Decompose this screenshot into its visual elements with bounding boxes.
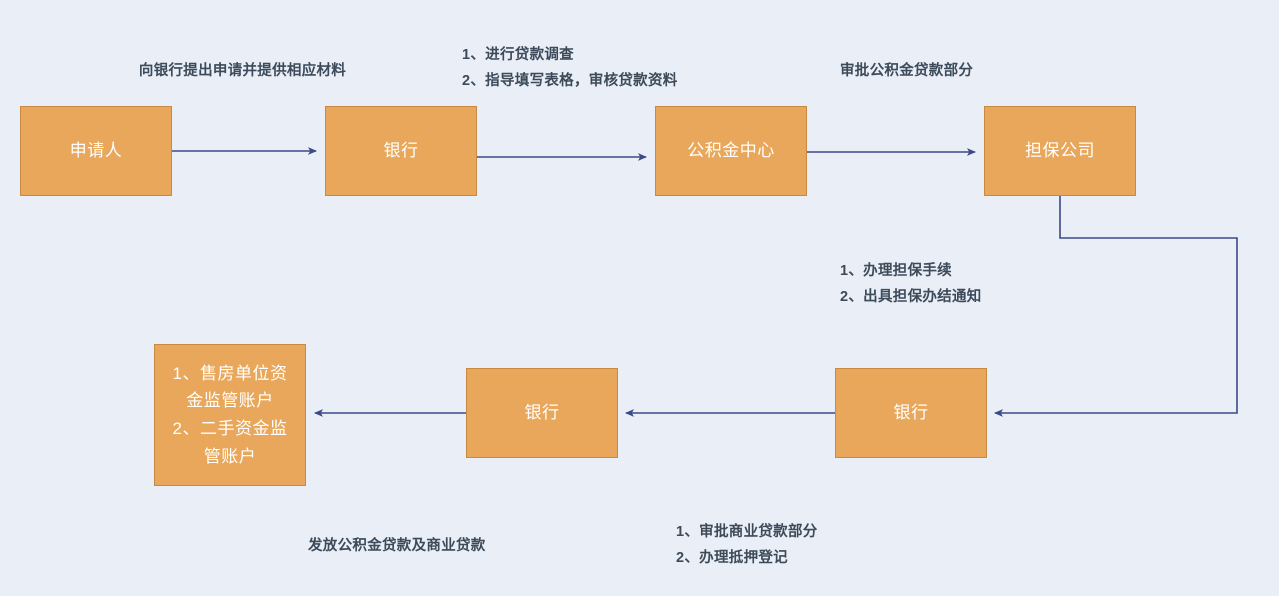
label-apply-to-bank: 向银行提出申请并提供相应材料	[138, 63, 347, 79]
node-escrow-accounts[interactable]: 1、售房单位资 金监管账户 2、二手资金监 管账户	[154, 344, 306, 486]
label-guarantee-steps: 1、办理担保手续 2、出具担保办结通知	[840, 263, 982, 306]
node-bank-top[interactable]: 银行	[325, 106, 477, 196]
label-approve-fund-loan: 审批公积金贷款部分	[840, 63, 974, 79]
label-loan-survey: 1、进行贷款调查 2、指导填写表格，审核贷款资料	[462, 47, 678, 90]
node-fund-center[interactable]: 公积金中心	[655, 106, 807, 196]
node-applicant[interactable]: 申请人	[20, 106, 172, 196]
label-disburse-loans: 发放公积金贷款及商业贷款	[308, 538, 486, 554]
node-bank-bottom-right[interactable]: 银行	[835, 368, 987, 458]
node-guarantee-company[interactable]: 担保公司	[984, 106, 1136, 196]
node-bank-bottom-mid[interactable]: 银行	[466, 368, 618, 458]
label-commercial-loan: 1、审批商业贷款部分 2、办理抵押登记	[676, 524, 818, 567]
edge-guarantee-to-bank-elbow	[994, 196, 1238, 417]
